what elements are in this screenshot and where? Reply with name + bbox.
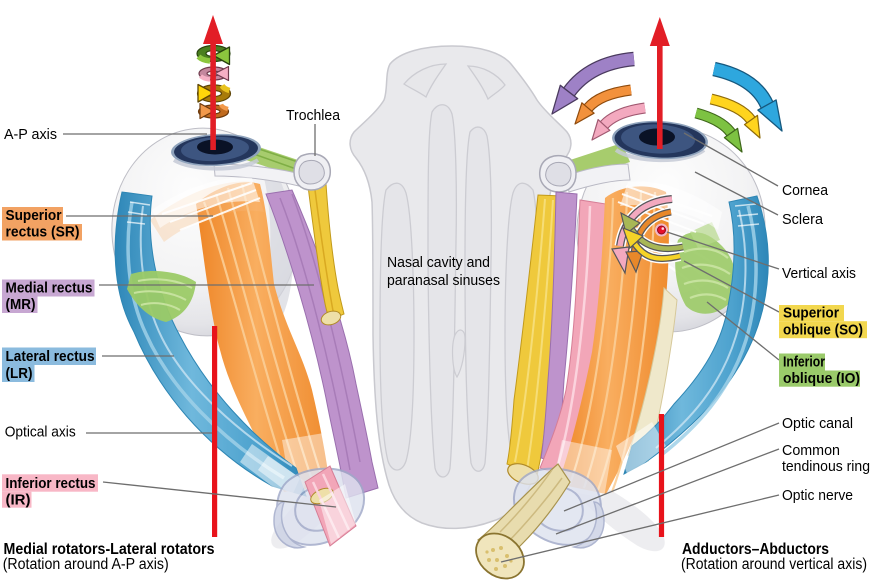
svg-text:Optic nerve: Optic nerve [782,487,853,504]
svg-text:Optic canal: Optic canal [782,415,853,432]
svg-text:Cornea: Cornea [782,182,829,199]
svg-text:Vertical axis: Vertical axis [782,265,856,282]
svg-text:Superior: Superior [783,305,839,322]
svg-text:Optical axis: Optical axis [5,424,76,441]
svg-text:rectus (SR): rectus (SR) [6,224,80,241]
svg-text:Nasal cavity and: Nasal cavity and [387,254,490,271]
svg-text:(Rotation around vertical axis: (Rotation around vertical axis) [681,556,867,573]
svg-text:oblique (IO): oblique (IO) [783,370,860,387]
svg-text:Trochlea: Trochlea [286,107,341,124]
svg-text:(Rotation around A-P axis): (Rotation around A-P axis) [3,556,169,573]
svg-text:(MR): (MR) [6,296,36,313]
svg-text:paranasal sinuses: paranasal sinuses [387,272,500,289]
svg-text:Adductors–Abductors: Adductors–Abductors [682,541,829,558]
svg-text:Lateral rectus: Lateral rectus [6,348,95,365]
svg-text:(LR): (LR) [6,365,33,382]
svg-text:A-P axis: A-P axis [4,126,57,143]
svg-text:Sclera: Sclera [782,211,824,228]
svg-text:(IR): (IR) [6,492,31,509]
svg-text:Inferior rectus: Inferior rectus [6,475,96,492]
svg-text:Medial rotators-Lateral rotato: Medial rotators-Lateral rotators [4,541,215,558]
svg-text:tendinous ring: tendinous ring [782,458,870,475]
svg-text:oblique (SO): oblique (SO) [783,322,863,339]
svg-text:Inferior: Inferior [783,354,825,371]
svg-text:Superior: Superior [6,207,62,224]
svg-text:Common: Common [782,442,840,459]
svg-text:Medial rectus: Medial rectus [6,280,93,297]
